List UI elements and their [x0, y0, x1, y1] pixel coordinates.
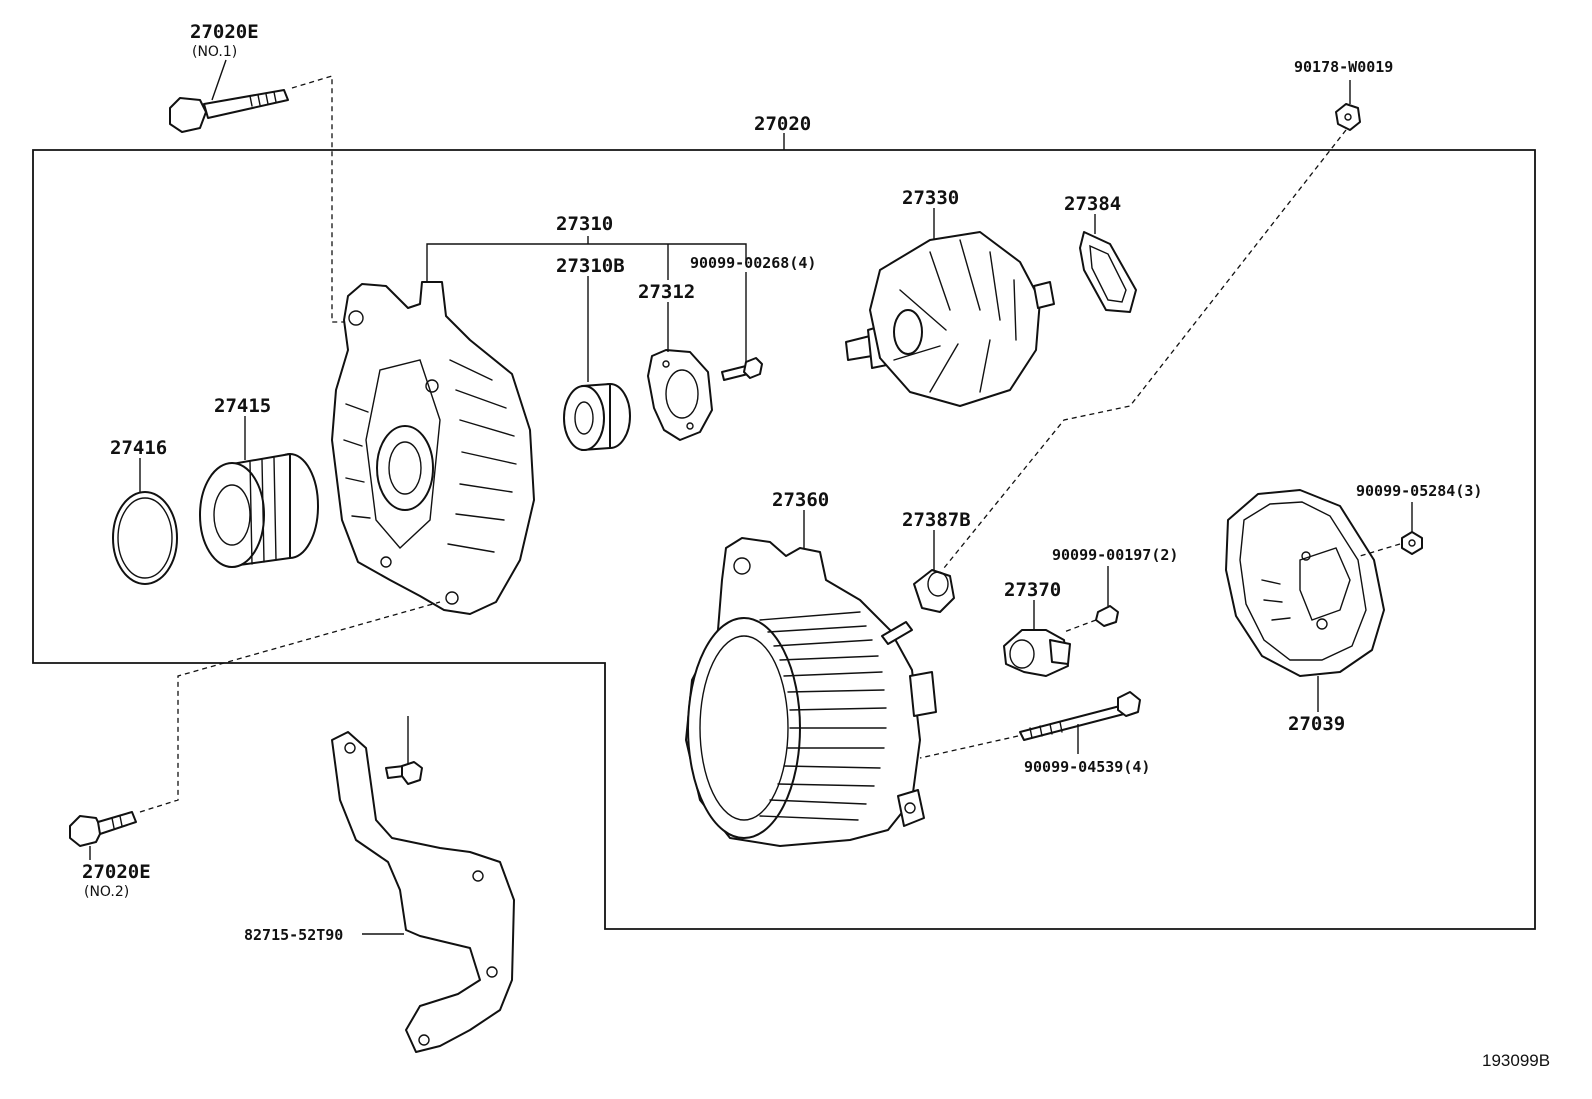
label-stator[interactable]: 27360 [772, 489, 829, 511]
top-nut-part [1335, 103, 1361, 131]
label-pulley[interactable]: 27415 [214, 395, 271, 417]
regulator-part [1003, 629, 1071, 677]
diagram-code: 193099B [1482, 1051, 1550, 1070]
bolt-no1-dashed-path [291, 75, 352, 323]
top-nut-dashed-path [943, 129, 1347, 569]
label-nut-3[interactable]: 90099-05284(3) [1356, 482, 1482, 500]
regulator-screw-dashed-path [1063, 619, 1097, 633]
retainer-part [647, 349, 713, 441]
bracket-part [331, 731, 515, 1053]
label-terminal[interactable]: 27387B [902, 509, 971, 531]
label-bolt-no2-sub: (NO.2) [84, 884, 129, 900]
through-bolt-part [1019, 691, 1141, 741]
through-bolt-dashed-path [919, 735, 1019, 759]
leader-frame-group [426, 236, 747, 282]
terminal-part [913, 569, 955, 613]
bolt-no1-part [169, 89, 289, 133]
label-assembly[interactable]: 27020 [754, 113, 811, 135]
label-regulator[interactable]: 27370 [1004, 579, 1061, 601]
bolt-no2-part [69, 811, 137, 847]
leader-bolt-no1 [211, 59, 227, 101]
bracket-bolt-part [385, 761, 423, 785]
stator-part [685, 537, 937, 847]
rear-cover-nut-dashed-path [1359, 543, 1401, 557]
label-screw-2[interactable]: 90099-00197(2) [1052, 546, 1178, 564]
assembly-boundary-box [32, 149, 1536, 930]
label-bolt-no1[interactable]: 27020E [190, 21, 259, 43]
drive-end-frame-part [331, 281, 535, 615]
pulley-part [199, 453, 319, 568]
label-rear-cover[interactable]: 27039 [1288, 713, 1345, 735]
label-screw-4[interactable]: 90099-00268(4) [690, 254, 816, 272]
cap-part [112, 491, 178, 585]
label-frame-group[interactable]: 27310 [556, 213, 613, 235]
label-stud-4[interactable]: 90099-04539(4) [1024, 758, 1150, 776]
label-bolt-no1-sub: (NO.1) [192, 44, 237, 60]
label-frame-sub[interactable]: 27310B [556, 255, 625, 277]
rear-cover-nut-part [1401, 531, 1423, 555]
label-ring-27384[interactable]: 27384 [1064, 193, 1121, 215]
label-top-nut[interactable]: 90178-W0019 [1294, 58, 1393, 76]
bolt-no2-dashed-path [139, 601, 441, 813]
label-bracket[interactable]: 82715-52T90 [244, 926, 343, 944]
retainer-screw-part [721, 357, 763, 381]
label-bolt-no2[interactable]: 27020E [82, 861, 151, 883]
label-cap[interactable]: 27416 [110, 437, 167, 459]
bearing-part [563, 383, 631, 451]
label-retainer[interactable]: 27312 [638, 281, 695, 303]
rotor-part [845, 231, 1055, 407]
regulator-screw-part [1095, 605, 1119, 627]
label-rotor[interactable]: 27330 [902, 187, 959, 209]
rear-cover-part [1225, 489, 1385, 677]
ring-27384-part [1079, 231, 1137, 313]
